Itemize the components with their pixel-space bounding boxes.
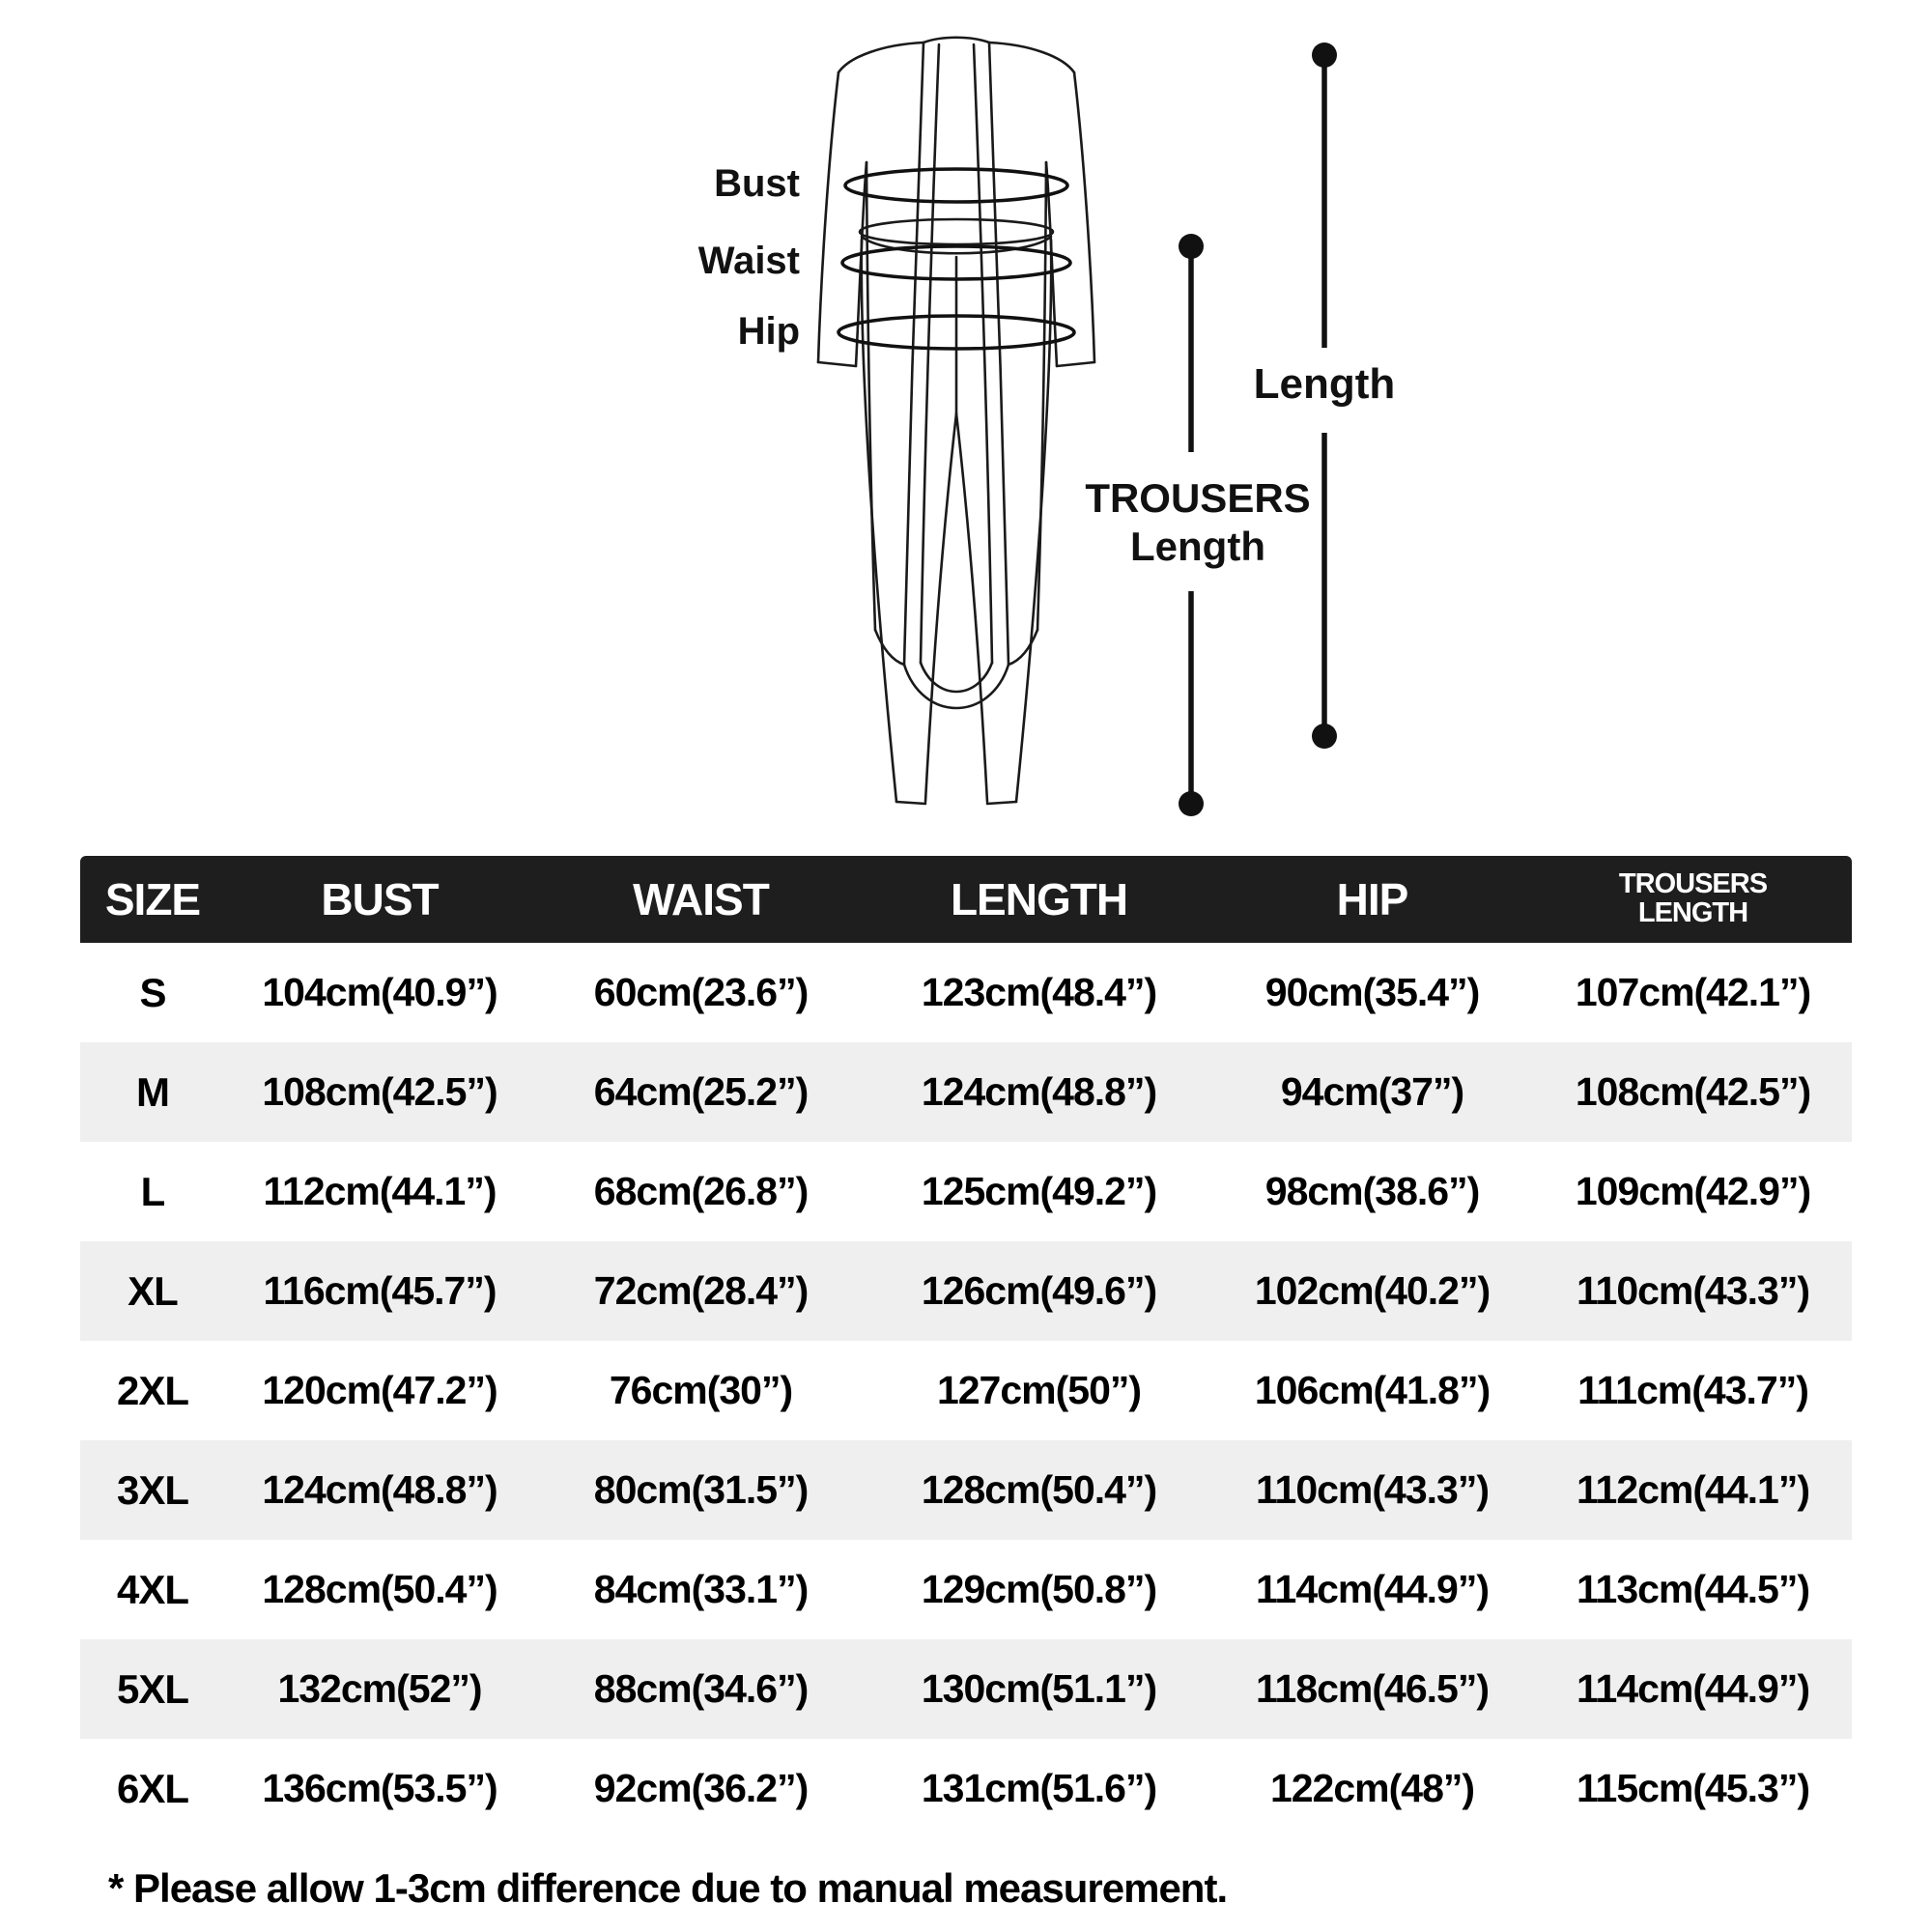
table-row: XL 116cm(45.7”) 72cm(28.4”) 126cm(49.6”)… bbox=[80, 1241, 1852, 1341]
cell-size: M bbox=[136, 1068, 170, 1115]
waist-measure-ellipse bbox=[840, 244, 1072, 281]
cell-waist: 60cm(23.6”) bbox=[593, 970, 809, 1014]
cell-trousers: 112cm(44.1”) bbox=[1576, 1467, 1810, 1512]
header-length: LENGTH bbox=[950, 873, 1128, 924]
cell-bust: 124cm(48.8”) bbox=[262, 1467, 497, 1512]
cell-bust: 120cm(47.2”) bbox=[262, 1368, 497, 1412]
bust-label: Bust bbox=[714, 162, 800, 205]
cell-size: 2XL bbox=[116, 1367, 189, 1413]
cell-hip: 106cm(41.8”) bbox=[1254, 1368, 1491, 1412]
bust-measure-ellipse bbox=[843, 167, 1069, 204]
length-label: Length bbox=[1254, 360, 1396, 408]
cell-hip: 114cm(44.9”) bbox=[1255, 1567, 1490, 1611]
measurement-diagram: Bust Waist Hip TROUSERS Length Length bbox=[0, 0, 1932, 846]
trousers-length-measure-line bbox=[1179, 234, 1204, 816]
cell-bust: 104cm(40.9”) bbox=[262, 970, 497, 1014]
cell-bust: 128cm(50.4”) bbox=[262, 1567, 497, 1611]
cell-length: 125cm(49.2”) bbox=[921, 1169, 1157, 1213]
cell-trousers: 108cm(42.5”) bbox=[1575, 1069, 1811, 1114]
cell-length: 126cm(49.6”) bbox=[921, 1268, 1157, 1313]
cell-length: 127cm(50”) bbox=[936, 1368, 1142, 1412]
cell-hip: 90cm(35.4”) bbox=[1264, 970, 1480, 1014]
cell-hip: 102cm(40.2”) bbox=[1254, 1268, 1491, 1313]
cell-size: XL bbox=[128, 1267, 179, 1314]
cell-waist: 64cm(25.2”) bbox=[593, 1069, 809, 1114]
cell-waist: 92cm(36.2”) bbox=[593, 1766, 809, 1810]
cell-hip: 110cm(43.3”) bbox=[1255, 1467, 1490, 1512]
cell-bust: 136cm(53.5”) bbox=[262, 1766, 497, 1810]
table-row: 3XL 124cm(48.8”) 80cm(31.5”) 128cm(50.4”… bbox=[80, 1440, 1852, 1540]
cell-bust: 116cm(45.7”) bbox=[263, 1268, 497, 1313]
hip-measure-ellipse bbox=[837, 314, 1076, 351]
cell-bust: 112cm(44.1”) bbox=[263, 1169, 497, 1213]
size-chart-table: SIZE BUST WAIST LENGTH HIP TROUSERS LENG… bbox=[80, 856, 1852, 1838]
cell-trousers: 111cm(43.7”) bbox=[1577, 1368, 1809, 1412]
garment-illustration: Bust Waist Hip TROUSERS Length Length bbox=[698, 36, 1396, 816]
header-size: SIZE bbox=[104, 873, 201, 924]
cell-length: 130cm(51.1”) bbox=[921, 1666, 1157, 1711]
table-row: 5XL 132cm(52”) 88cm(34.6”) 130cm(51.1”) … bbox=[80, 1639, 1852, 1739]
cell-size: S bbox=[139, 969, 166, 1015]
trousers-length-label-line2: Length bbox=[1130, 524, 1265, 569]
table-row: L 112cm(44.1”) 68cm(26.8”) 125cm(49.2”) … bbox=[80, 1142, 1852, 1241]
trousers-length-label-line1: TROUSERS bbox=[1085, 475, 1310, 521]
table-row: S 104cm(40.9”) 60cm(23.6”) 123cm(48.4”) … bbox=[80, 943, 1852, 1042]
table-header-row: SIZE BUST WAIST LENGTH HIP TROUSERS LENG… bbox=[80, 856, 1852, 943]
measurement-disclaimer: * Please allow 1-3cm difference due to m… bbox=[108, 1865, 1228, 1911]
hip-label: Hip bbox=[738, 310, 800, 353]
cell-size: L bbox=[140, 1168, 166, 1214]
cell-bust: 132cm(52”) bbox=[277, 1666, 482, 1711]
cell-length: 131cm(51.6”) bbox=[921, 1766, 1157, 1810]
cell-bust: 108cm(42.5”) bbox=[262, 1069, 497, 1114]
cell-trousers: 115cm(45.3”) bbox=[1576, 1766, 1810, 1810]
cardigan-drawing bbox=[816, 36, 1096, 710]
cell-size: 4XL bbox=[116, 1566, 189, 1612]
header-hip: HIP bbox=[1336, 873, 1409, 924]
cell-length: 129cm(50.8”) bbox=[921, 1567, 1157, 1611]
cell-waist: 80cm(31.5”) bbox=[593, 1467, 809, 1512]
leggings-drawing bbox=[858, 217, 1055, 806]
cell-hip: 98cm(38.6”) bbox=[1264, 1169, 1480, 1213]
cell-length: 124cm(48.8”) bbox=[921, 1069, 1157, 1114]
cell-trousers: 107cm(42.1”) bbox=[1575, 970, 1811, 1014]
table-body: S 104cm(40.9”) 60cm(23.6”) 123cm(48.4”) … bbox=[80, 943, 1852, 1838]
cell-size: 6XL bbox=[116, 1765, 189, 1811]
cell-hip: 94cm(37”) bbox=[1280, 1069, 1464, 1114]
cell-waist: 88cm(34.6”) bbox=[593, 1666, 809, 1711]
cell-waist: 84cm(33.1”) bbox=[593, 1567, 809, 1611]
table-row: 2XL 120cm(47.2”) 76cm(30”) 127cm(50”) 10… bbox=[80, 1341, 1852, 1440]
table-row: M 108cm(42.5”) 64cm(25.2”) 124cm(48.8”) … bbox=[80, 1042, 1852, 1142]
cell-waist: 72cm(28.4”) bbox=[593, 1268, 809, 1313]
table-row: 6XL 136cm(53.5”) 92cm(36.2”) 131cm(51.6”… bbox=[80, 1739, 1852, 1838]
header-trousers-length: TROUSERS LENGTH bbox=[1618, 868, 1768, 928]
table-row: 4XL 128cm(50.4”) 84cm(33.1”) 129cm(50.8”… bbox=[80, 1540, 1852, 1639]
cell-waist: 76cm(30”) bbox=[609, 1368, 793, 1412]
cell-hip: 122cm(48”) bbox=[1269, 1766, 1475, 1810]
length-measure-line bbox=[1312, 43, 1337, 749]
cell-length: 123cm(48.4”) bbox=[921, 970, 1157, 1014]
cell-waist: 68cm(26.8”) bbox=[593, 1169, 809, 1213]
header-waist: WAIST bbox=[633, 873, 770, 924]
cell-size: 5XL bbox=[116, 1665, 189, 1712]
cell-trousers: 109cm(42.9”) bbox=[1575, 1169, 1811, 1213]
cell-size: 3XL bbox=[116, 1466, 189, 1513]
cell-hip: 118cm(46.5”) bbox=[1255, 1666, 1490, 1711]
cell-trousers: 113cm(44.5”) bbox=[1576, 1567, 1810, 1611]
cell-trousers: 114cm(44.9”) bbox=[1576, 1666, 1810, 1711]
header-bust: BUST bbox=[321, 873, 439, 924]
cell-length: 128cm(50.4”) bbox=[921, 1467, 1157, 1512]
waist-label: Waist bbox=[698, 240, 800, 282]
cell-trousers: 110cm(43.3”) bbox=[1576, 1268, 1810, 1313]
